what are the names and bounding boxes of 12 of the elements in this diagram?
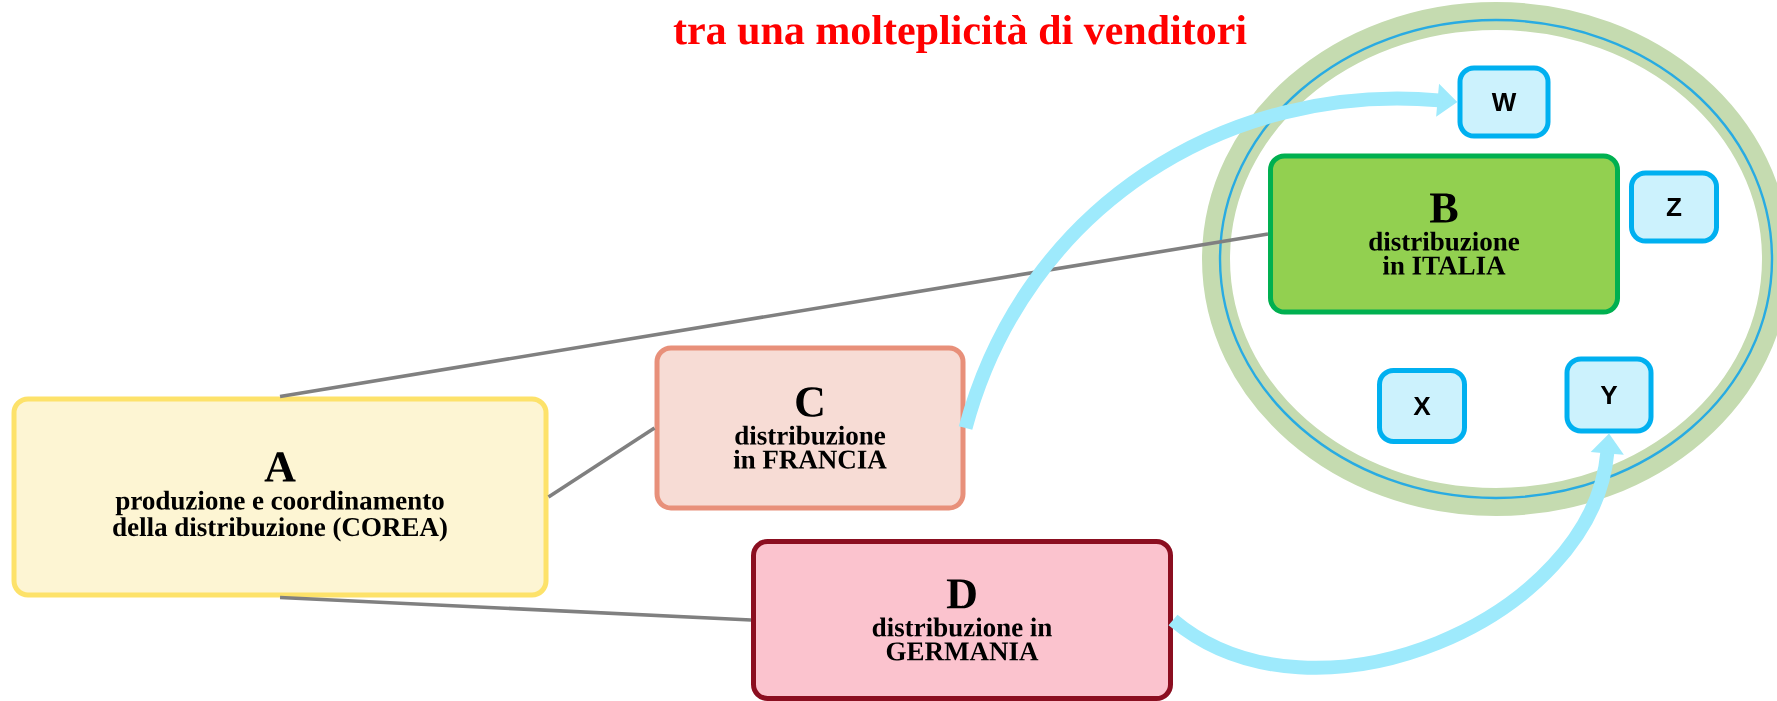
process-box: D distribuzione in GERMANIA bbox=[751, 539, 1173, 701]
process-box: C distribuzione in FRANCIA bbox=[654, 345, 966, 511]
letter-box: W bbox=[1457, 65, 1551, 139]
process-box: A produzione e coordinamento della distribuzione (COREA) bbox=[11, 396, 549, 598]
connector-line bbox=[279, 232, 1269, 399]
connector-line bbox=[279, 595, 752, 622]
letter-box: Z bbox=[1629, 170, 1719, 244]
title: tra una molteplicità di venditori bbox=[673, 14, 1247, 54]
letter-box: Y bbox=[1564, 356, 1654, 434]
process-box: B distribuzione in ITALIA bbox=[1268, 153, 1620, 315]
letter-box: X bbox=[1377, 368, 1467, 444]
connector-line bbox=[547, 426, 656, 499]
